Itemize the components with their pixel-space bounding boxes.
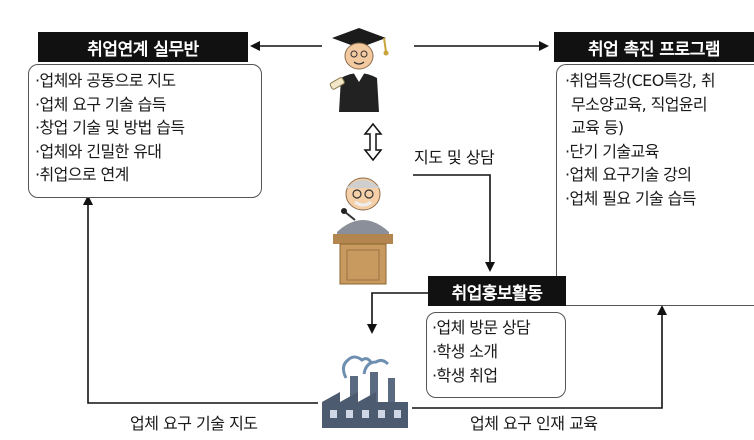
list-item: ·업체와 공동으로 지도 xyxy=(35,71,176,90)
list-item: ·취업특강(CEO특강, 취 xyxy=(565,71,716,90)
graduate-icon xyxy=(329,28,389,112)
list-item: ·학생 취업 xyxy=(432,366,498,385)
list-item: ·창업 기술 및 방법 습득 xyxy=(35,118,185,137)
left-panel-box: ·업체와 공동으로 지도 ·업체 요구 기술 습득 ·창업 기술 및 방법 습득… xyxy=(28,64,262,198)
list-item: ·업체와 긴밀한 유대 xyxy=(35,141,162,161)
right-panel-title: 취업 촉진 프로그램 xyxy=(554,32,754,62)
center-panel-box: ·업체 방문 상담 ·학생 소개 ·학생 취업 xyxy=(426,312,566,398)
list-item: 무소양교육, 직업윤리 xyxy=(571,94,708,114)
bidirectional-arrow-icon xyxy=(363,122,383,162)
bottom-left-label: 업체 요구 기술 지도 xyxy=(130,414,258,433)
arrow-promotion-to-factory xyxy=(367,292,428,334)
left-panel-title: 취업연계 실무반 xyxy=(38,32,248,62)
arrow-factory-to-right xyxy=(412,305,667,409)
list-item: ·업체 요구기술 강의 xyxy=(565,165,692,184)
list-item: 교육 등) xyxy=(571,118,624,137)
list-item: ·업체 필요 기술 습득 xyxy=(565,188,697,208)
lecturer-icon xyxy=(333,177,393,285)
list-item: ·업체 요구 기술 습득 xyxy=(35,94,167,114)
list-item: ·취업으로 연계 xyxy=(35,165,129,184)
arrow-factory-to-left xyxy=(83,195,318,404)
arrow-to-promotion xyxy=(413,174,495,272)
right-panel-box: ·취업특강(CEO특강, 취 무소양교육, 직업윤리 교육 등) ·단기 기술교… xyxy=(556,64,754,306)
bottom-right-label: 업체 요구 인재 교육 xyxy=(470,414,598,433)
list-item: ·단기 기술교육 xyxy=(565,141,659,161)
list-item: ·학생 소개 xyxy=(432,342,498,361)
guidance-label: 지도 및 상담 xyxy=(414,148,495,167)
factory-icon xyxy=(322,355,408,428)
center-panel-title: 취업홍보활동 xyxy=(428,276,566,306)
list-item: ·업체 방문 상담 xyxy=(432,318,531,337)
